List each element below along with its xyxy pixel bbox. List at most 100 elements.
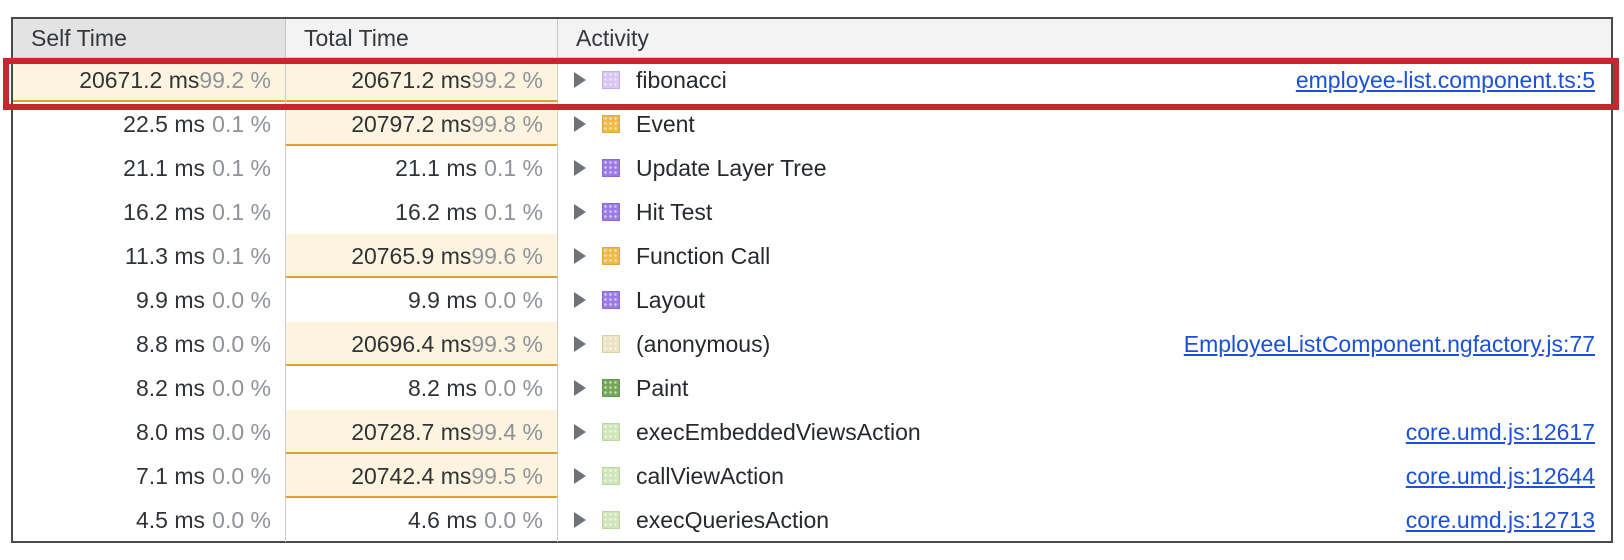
category-swatch-icon (602, 291, 620, 309)
activity-label: execEmbeddedViewsAction (636, 418, 921, 445)
category-swatch-icon (602, 379, 620, 397)
activity-cell: fibonacci employee-list.component.ts:5 (558, 58, 1611, 102)
time-value: 21.1 ms (123, 154, 205, 181)
total-time-cell: 8.2 ms 0.0 % (286, 366, 558, 410)
source-link[interactable]: EmployeeListComponent.ngfactory.js:77 (1183, 330, 1595, 357)
column-header-self-time[interactable]: Self Time (13, 19, 286, 57)
percent-value: 0.1 % (212, 242, 271, 269)
column-header-total-time[interactable]: Total Time (286, 19, 558, 57)
category-swatch-icon (602, 159, 620, 177)
time-value: 20765.9 ms (351, 242, 472, 269)
table-header: Self Time Total Time Activity (13, 19, 1611, 58)
category-swatch-icon (602, 247, 620, 265)
time-value: 20671.2 ms (351, 66, 472, 93)
activity-label: callViewAction (636, 462, 784, 489)
activity-cell: Layout (558, 278, 1611, 322)
time-value: 8.2 ms (407, 374, 477, 401)
percent-value: 0.1 % (212, 198, 271, 225)
source-link[interactable]: core.umd.js:12713 (1405, 506, 1595, 533)
category-swatch-icon (602, 511, 620, 529)
time-value: 16.2 ms (123, 198, 205, 225)
expand-arrow-icon[interactable] (574, 116, 586, 132)
time-value: 9.9 ms (407, 286, 477, 313)
expand-arrow-icon[interactable] (574, 292, 586, 308)
percent-value: 99.2 % (199, 66, 271, 93)
activity-cell: Hit Test (558, 190, 1611, 234)
time-value: 8.8 ms (135, 330, 205, 357)
percent-value: 0.0 % (484, 374, 543, 401)
activity-label: Layout (636, 286, 706, 313)
expand-arrow-icon[interactable] (574, 204, 586, 220)
time-value: 20742.4 ms (351, 462, 472, 489)
category-swatch-icon (602, 203, 620, 221)
expand-arrow-icon[interactable] (574, 424, 586, 440)
percent-value: 99.8 % (471, 110, 543, 137)
activity-cell: execEmbeddedViewsAction core.umd.js:12617 (558, 410, 1611, 454)
table-row[interactable]: 8.2 ms 0.0 % 8.2 ms 0.0 % Paint (13, 366, 1611, 410)
time-value: 8.2 ms (135, 374, 205, 401)
percent-value: 99.5 % (471, 462, 543, 489)
percent-value: 0.0 % (212, 374, 271, 401)
time-value: 21.1 ms (395, 154, 477, 181)
expand-arrow-icon[interactable] (574, 248, 586, 264)
bottom-up-table: Self Time Total Time Activity 20671.2 ms… (11, 17, 1613, 543)
time-value: 9.9 ms (135, 286, 205, 313)
activity-cell: callViewAction core.umd.js:12644 (558, 454, 1611, 498)
activity-cell: Event (558, 102, 1611, 146)
activity-label: fibonacci (636, 66, 727, 93)
percent-value: 99.2 % (471, 66, 543, 93)
column-header-label: Total Time (304, 24, 409, 51)
time-value: 11.3 ms (124, 242, 205, 269)
activity-label: Paint (636, 374, 689, 401)
activity-cell: (anonymous)EmployeeListComponent.ngfacto… (558, 322, 1611, 366)
percent-value: 0.0 % (212, 330, 271, 357)
source-link[interactable]: employee-list.component.ts:5 (1295, 66, 1595, 93)
expand-arrow-icon[interactable] (574, 468, 586, 484)
column-header-activity[interactable]: Activity (558, 19, 1611, 57)
self-time-cell: 9.9 ms 0.0 % (13, 278, 286, 322)
expand-arrow-icon[interactable] (574, 72, 586, 88)
percent-value: 0.0 % (212, 418, 271, 445)
category-swatch-icon (602, 423, 620, 441)
source-link[interactable]: core.umd.js:12644 (1405, 462, 1595, 489)
percent-value: 0.0 % (212, 506, 271, 533)
time-value: 22.5 ms (123, 110, 205, 137)
percent-value: 0.0 % (212, 286, 271, 313)
time-value: 20671.2 ms (79, 66, 200, 93)
category-swatch-icon (602, 115, 620, 133)
column-header-label: Activity (576, 24, 649, 51)
percent-value: 0.1 % (212, 110, 271, 137)
percent-value: 0.0 % (484, 506, 543, 533)
self-time-cell: 16.2 ms 0.1 % (13, 190, 286, 234)
source-link[interactable]: core.umd.js:12617 (1405, 418, 1595, 445)
expand-arrow-icon[interactable] (574, 380, 586, 396)
expand-arrow-icon[interactable] (574, 160, 586, 176)
self-time-cell: 8.8 ms 0.0 % (13, 322, 286, 366)
percent-value: 99.6 % (471, 242, 543, 269)
expand-arrow-icon[interactable] (574, 512, 586, 528)
expand-arrow-icon[interactable] (574, 336, 586, 352)
